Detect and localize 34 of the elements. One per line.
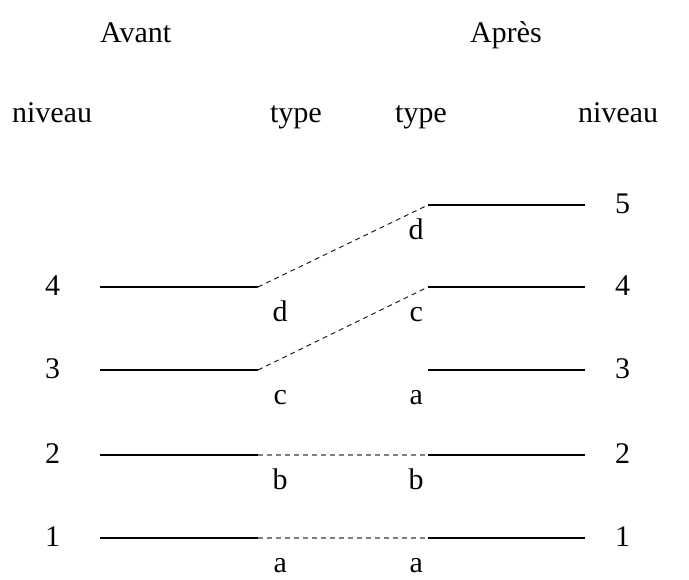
column-heading: type: [395, 98, 447, 128]
level-number: 3: [615, 354, 630, 384]
type-label: d: [408, 215, 424, 245]
column-heading: Après: [470, 18, 542, 48]
level-line: [428, 454, 585, 456]
column-heading: Avant: [100, 18, 172, 48]
type-label: d: [272, 297, 288, 327]
level-line: [100, 454, 258, 456]
level-number: 2: [45, 439, 60, 469]
level-line: [100, 369, 258, 371]
type-label: a: [274, 548, 287, 578]
type-label: a: [410, 548, 423, 578]
level-number: 4: [45, 271, 60, 301]
level-line: [100, 537, 258, 539]
transition-line: [258, 286, 428, 370]
type-label: c: [274, 380, 287, 410]
type-label: c: [410, 297, 423, 327]
level-line: [428, 537, 585, 539]
level-number: 5: [615, 189, 630, 219]
type-label: b: [408, 465, 424, 495]
level-line: [428, 286, 585, 288]
level-line: [428, 369, 585, 371]
type-label: b: [272, 465, 288, 495]
column-heading: type: [270, 98, 322, 128]
level-number: 3: [45, 354, 60, 384]
level-number: 2: [615, 439, 630, 469]
column-heading: niveau: [12, 98, 92, 128]
level-number: 4: [615, 271, 630, 301]
level-line: [428, 204, 585, 206]
level-number: 1: [615, 522, 630, 552]
level-line: [100, 286, 258, 288]
type-label: a: [410, 380, 423, 410]
level-number: 1: [45, 522, 60, 552]
column-heading: niveau: [578, 98, 658, 128]
